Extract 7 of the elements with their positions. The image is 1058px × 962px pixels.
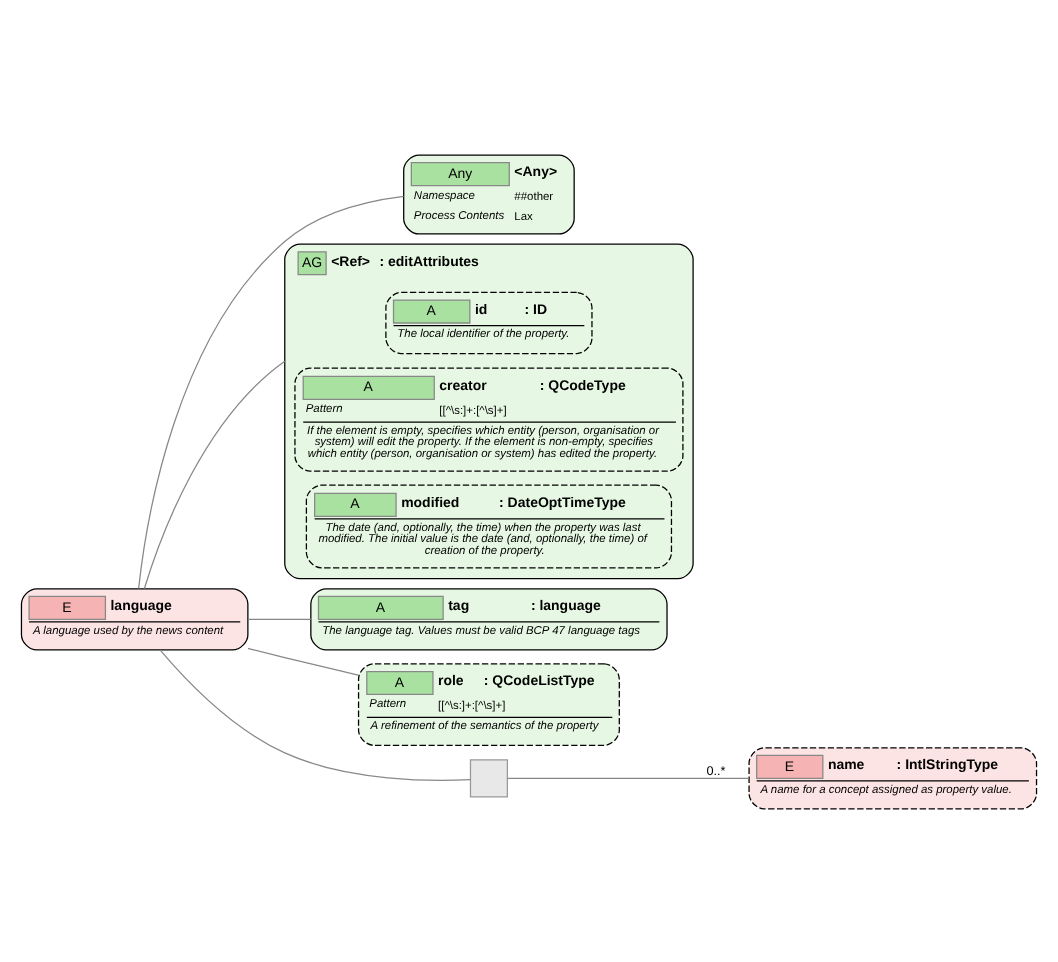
connector (138, 194, 405, 589)
connector (247, 617, 312, 619)
node-box (469, 758, 508, 797)
connector (506, 776, 750, 778)
connector (143, 359, 286, 589)
connector (159, 648, 472, 780)
connector (247, 646, 359, 675)
